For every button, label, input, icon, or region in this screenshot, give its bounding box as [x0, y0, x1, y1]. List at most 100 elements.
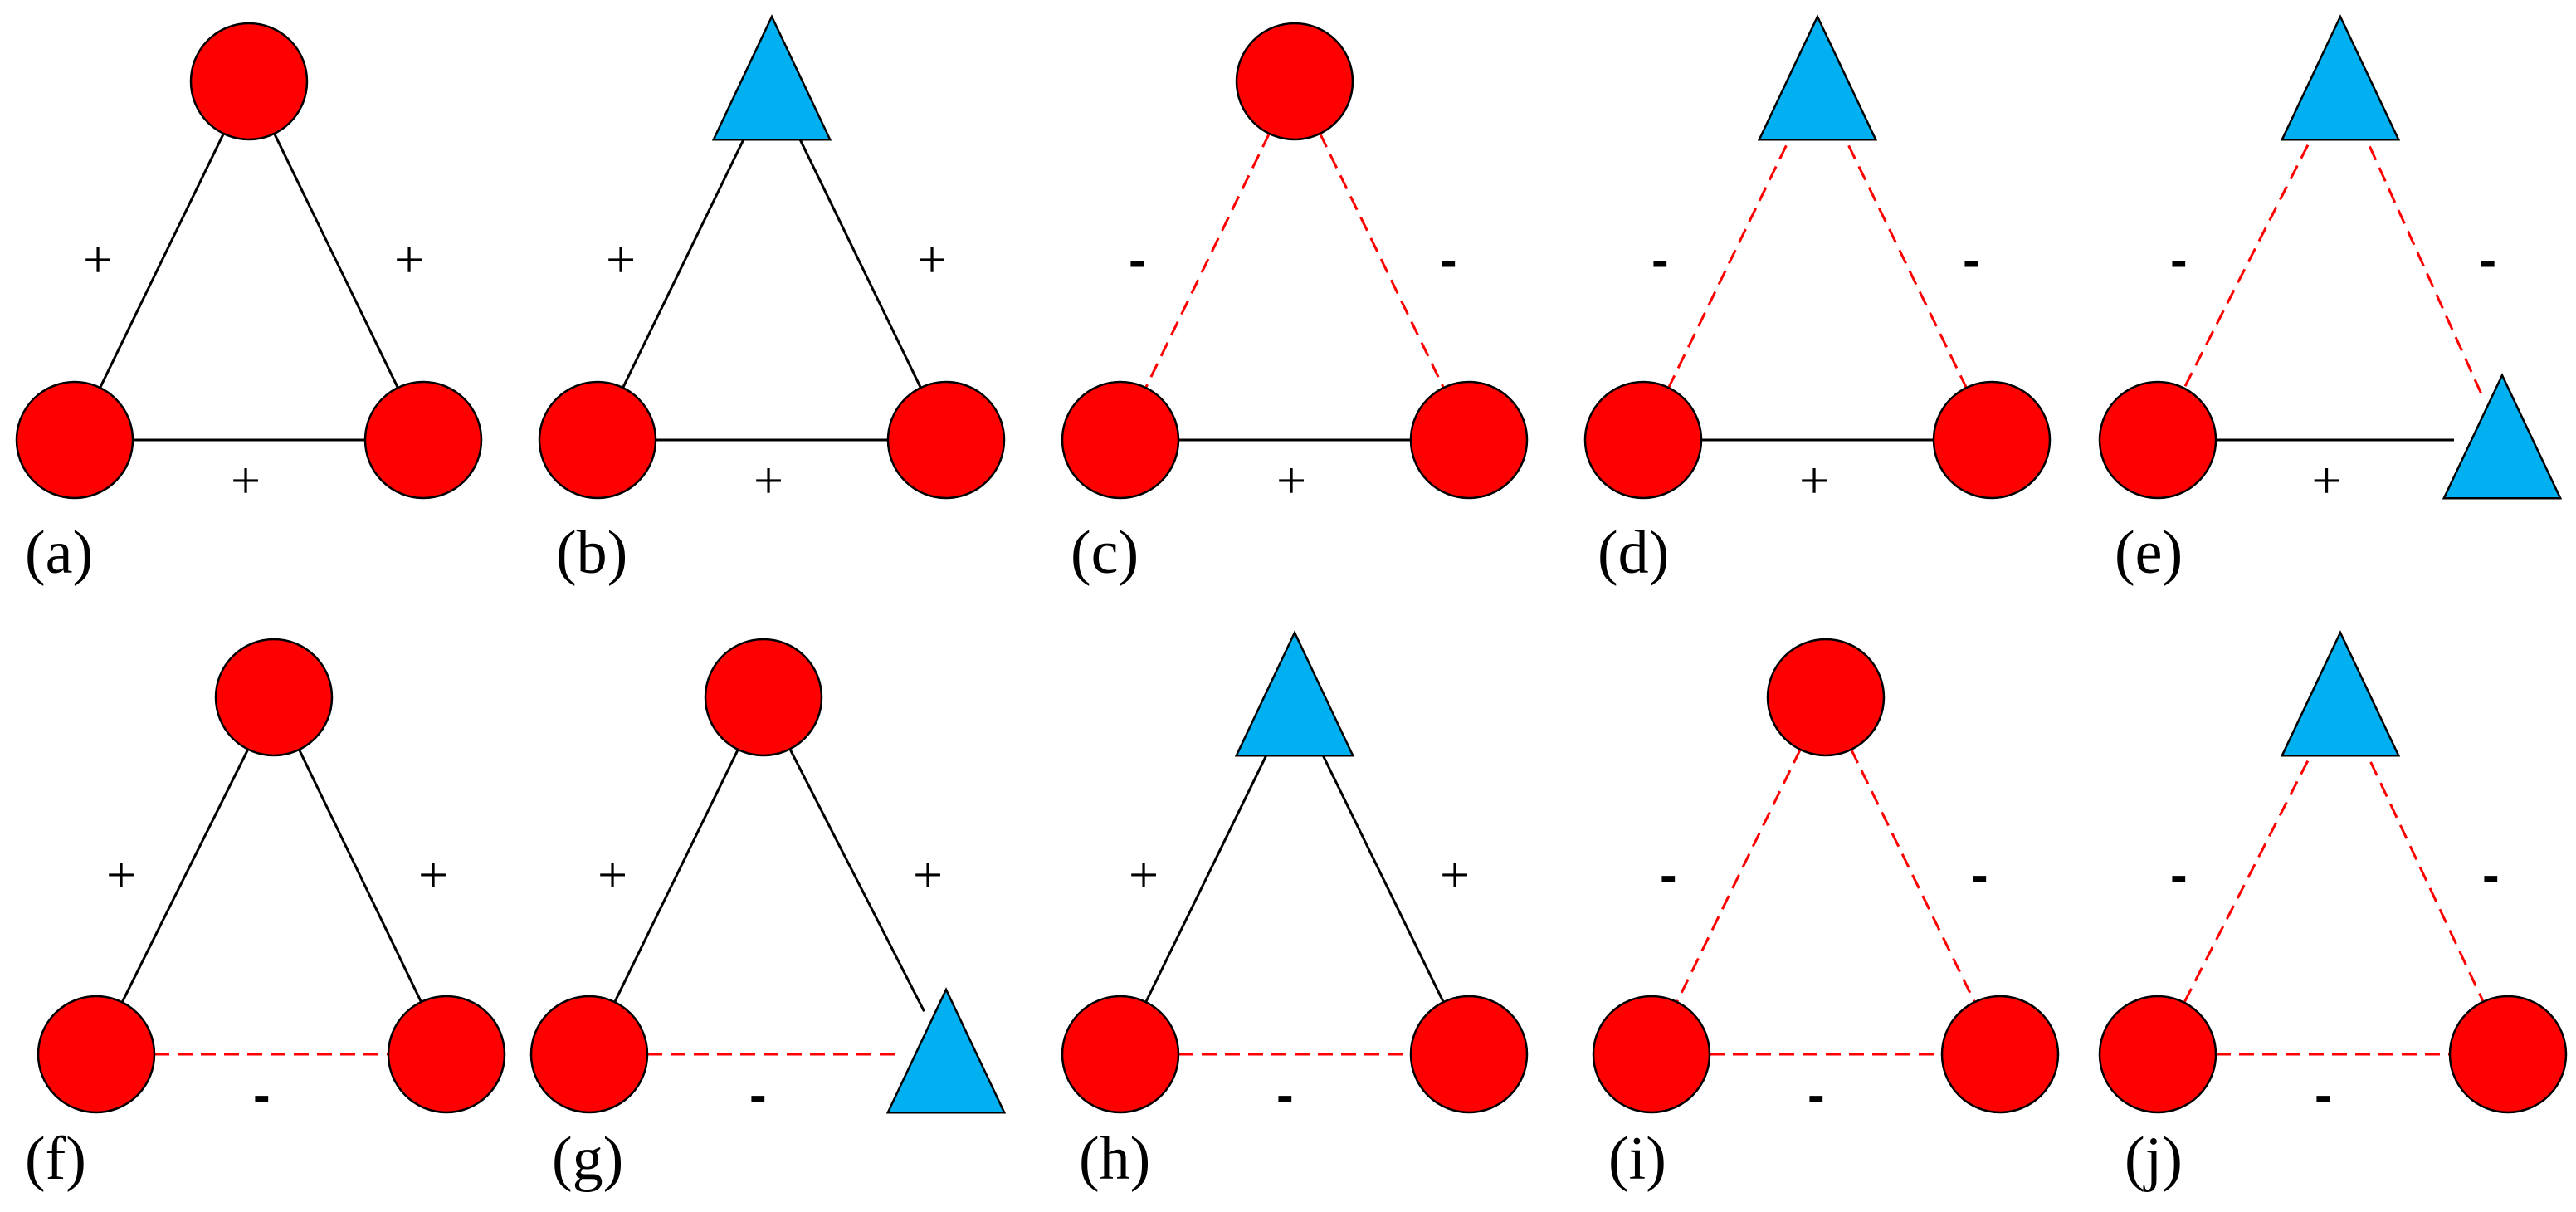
panel-caption: (c) [1071, 519, 1139, 587]
red-circle-node [387, 995, 506, 1114]
red-circle-node [2098, 995, 2217, 1114]
blue-triangle-node [1234, 630, 1355, 757]
red-circle-node [704, 638, 823, 757]
edge-sign-label: - [2482, 847, 2500, 904]
edge-sign-label: - [2315, 1067, 2332, 1124]
positive-edge-right [788, 748, 925, 1013]
red-circle-node [529, 995, 649, 1114]
triad-panel-b: + + + (b) [538, 14, 1006, 587]
edge-sign-label: + [913, 845, 943, 904]
red-circle-node [363, 380, 483, 500]
edge-sign-label: + [1129, 845, 1159, 904]
panel-caption: (j) [2125, 1125, 2183, 1193]
edge-sign-label: + [1276, 451, 1306, 510]
panel-caption: (g) [552, 1125, 623, 1193]
edge-sign-label: - [1651, 232, 1669, 289]
panel-caption: (d) [1598, 519, 1669, 587]
red-circle-node [2098, 380, 2217, 500]
red-circle-node [37, 995, 156, 1114]
triad-panel-i: - - - (i) [1592, 638, 2060, 1193]
negative-edge-right [1837, 124, 1968, 389]
edge-sign-label: + [394, 230, 424, 289]
edge-sign-label: + [606, 230, 636, 289]
negative-edge-left [2183, 739, 2320, 1004]
triad-panel-h: + + - (h) [1061, 630, 1529, 1193]
triad-panel-g: + + - (g) [529, 638, 1007, 1193]
edge-sign-label: + [754, 451, 783, 510]
edge-sign-label: - [1963, 232, 1980, 289]
edge-sign-label: + [1799, 451, 1829, 510]
positive-edge-right [298, 749, 422, 1003]
edge-sign-label: - [2170, 847, 2188, 904]
panel-caption: (b) [556, 519, 627, 587]
edge-sign-label: - [1660, 847, 1677, 904]
positive-edge-right [792, 124, 922, 389]
edge-sign-label: + [598, 845, 627, 904]
edge-sign-label: + [83, 230, 113, 289]
blue-triangle-node [886, 987, 1007, 1114]
panel-caption: (h) [1079, 1125, 1150, 1193]
red-circle-node [1592, 995, 1711, 1114]
blue-triangle-node [711, 14, 832, 141]
panel-caption: (f) [25, 1125, 86, 1193]
positive-edge-right [1315, 740, 1445, 1003]
red-circle-node [1409, 380, 1529, 500]
red-circle-node [1235, 22, 1354, 141]
panel-caption: (a) [25, 519, 93, 587]
blue-triangle-node [2442, 373, 2563, 500]
edge-sign-label: - [253, 1067, 271, 1124]
edge-sign-label: - [1971, 847, 1988, 904]
red-circle-node [1061, 380, 1180, 500]
red-circle-node [214, 638, 334, 757]
edge-sign-label: - [1129, 232, 1146, 289]
blue-triangle-node [1757, 14, 1878, 141]
red-circle-node [189, 22, 309, 141]
red-circle-node [1061, 995, 1180, 1114]
edge-sign-label: - [1808, 1067, 1825, 1124]
positive-edge-left [99, 133, 225, 389]
red-circle-node [538, 380, 657, 500]
edge-sign-label: - [2170, 232, 2188, 289]
negative-edge-right [2359, 740, 2485, 1003]
edge-sign-label: + [418, 845, 448, 904]
positive-edge-left [613, 749, 739, 1003]
triad-panel-a: + + + (a) [15, 22, 483, 587]
edge-sign-label: + [1440, 845, 1470, 904]
red-circle-node [1583, 380, 1703, 500]
negative-edge-right [2359, 125, 2484, 397]
triad-panel-f: + + - (f) [25, 638, 506, 1193]
triad-panel-j: - - - (j) [2098, 630, 2568, 1193]
edge-sign-label: - [1440, 232, 1457, 289]
red-circle-node [2448, 995, 2568, 1114]
negative-edge-right [1850, 749, 1976, 1003]
blue-triangle-node [2280, 14, 2401, 141]
red-circle-node [15, 380, 134, 500]
edge-sign-label: - [749, 1067, 767, 1124]
negative-edge-left [1667, 124, 1798, 389]
red-circle-node [1940, 995, 2060, 1114]
negative-edge-left [1676, 749, 1802, 1003]
negative-edge-left [1144, 133, 1271, 389]
panel-caption: (i) [1608, 1125, 1666, 1193]
triad-panel-e: - - + (e) [2098, 14, 2563, 587]
edge-sign-label: + [2312, 451, 2342, 510]
edge-sign-label: + [106, 845, 136, 904]
red-circle-node [1766, 638, 1886, 757]
negative-edge-left [2183, 124, 2320, 389]
edge-sign-label: + [917, 230, 947, 289]
blue-triangle-node [2280, 630, 2401, 757]
positive-edge-left [622, 124, 752, 389]
red-circle-node [1409, 995, 1529, 1114]
edge-sign-label: + [231, 451, 261, 510]
edge-sign-label: - [2480, 232, 2497, 289]
edge-sign-label: - [1276, 1067, 1294, 1124]
panel-caption: (e) [2115, 519, 2183, 587]
negative-edge-right [1319, 133, 1445, 389]
positive-edge-left [120, 748, 250, 1004]
triad-panel-d: - - + (d) [1583, 14, 2052, 587]
red-circle-node [886, 380, 1006, 500]
triad-panel-c: - - + (c) [1061, 22, 1529, 587]
red-circle-node [1932, 380, 2052, 500]
positive-edge-left [1144, 740, 1275, 1003]
